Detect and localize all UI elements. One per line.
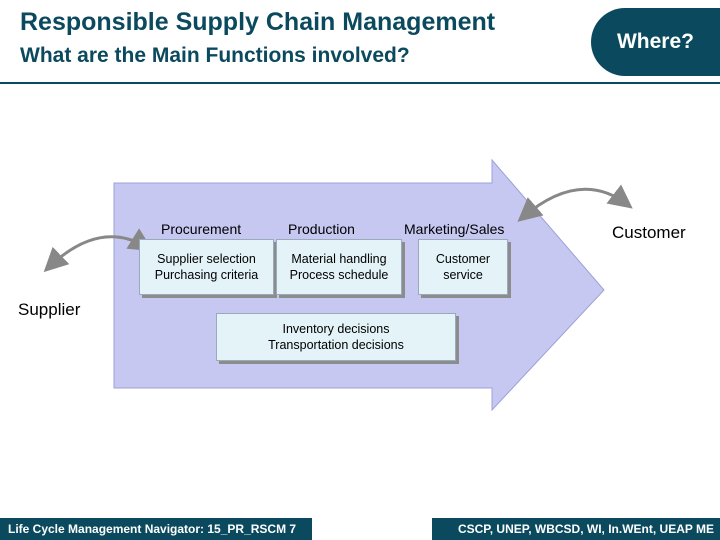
page-title: Responsible Supply Chain Management xyxy=(20,8,496,36)
supplier-link-arrow-icon xyxy=(43,228,154,273)
production-box: Material handling Process schedule xyxy=(276,239,402,295)
box-line: service xyxy=(443,268,483,282)
supplier-label: Supplier xyxy=(18,300,81,319)
title-divider xyxy=(0,82,720,84)
function-label-marketing: Marketing/Sales xyxy=(404,221,505,237)
page-subtitle: What are the Main Functions involved? xyxy=(20,44,410,67)
marketing-box: Customer service xyxy=(418,239,508,295)
customer-link-arrow-icon xyxy=(517,184,633,222)
box-line: Supplier selection xyxy=(157,252,256,266)
footer-gap xyxy=(312,500,432,540)
box-line: Customer xyxy=(435,252,491,266)
footer-left-text: Life Cycle Management Navigator: 15_PR_R… xyxy=(8,522,297,536)
box-line: Process schedule xyxy=(289,268,389,282)
box-line: Inventory decisions xyxy=(282,322,390,336)
where-badge: Where? xyxy=(591,8,720,76)
box-line: Transportation decisions xyxy=(268,338,404,352)
function-label-production: Production xyxy=(288,221,355,237)
box-line: Material handling xyxy=(291,252,387,266)
function-label-procurement: Procurement xyxy=(161,221,242,237)
box-line: Purchasing criteria xyxy=(154,268,259,282)
footer-right-text: CSCP, UNEP, WBCSD, WI, In.WEnt, UEAP ME xyxy=(457,522,714,536)
logistics-box: Inventory decisions Transportation decis… xyxy=(216,313,456,361)
customer-label: Customer xyxy=(612,223,686,242)
procurement-box: Supplier selection Purchasing criteria xyxy=(139,239,274,295)
